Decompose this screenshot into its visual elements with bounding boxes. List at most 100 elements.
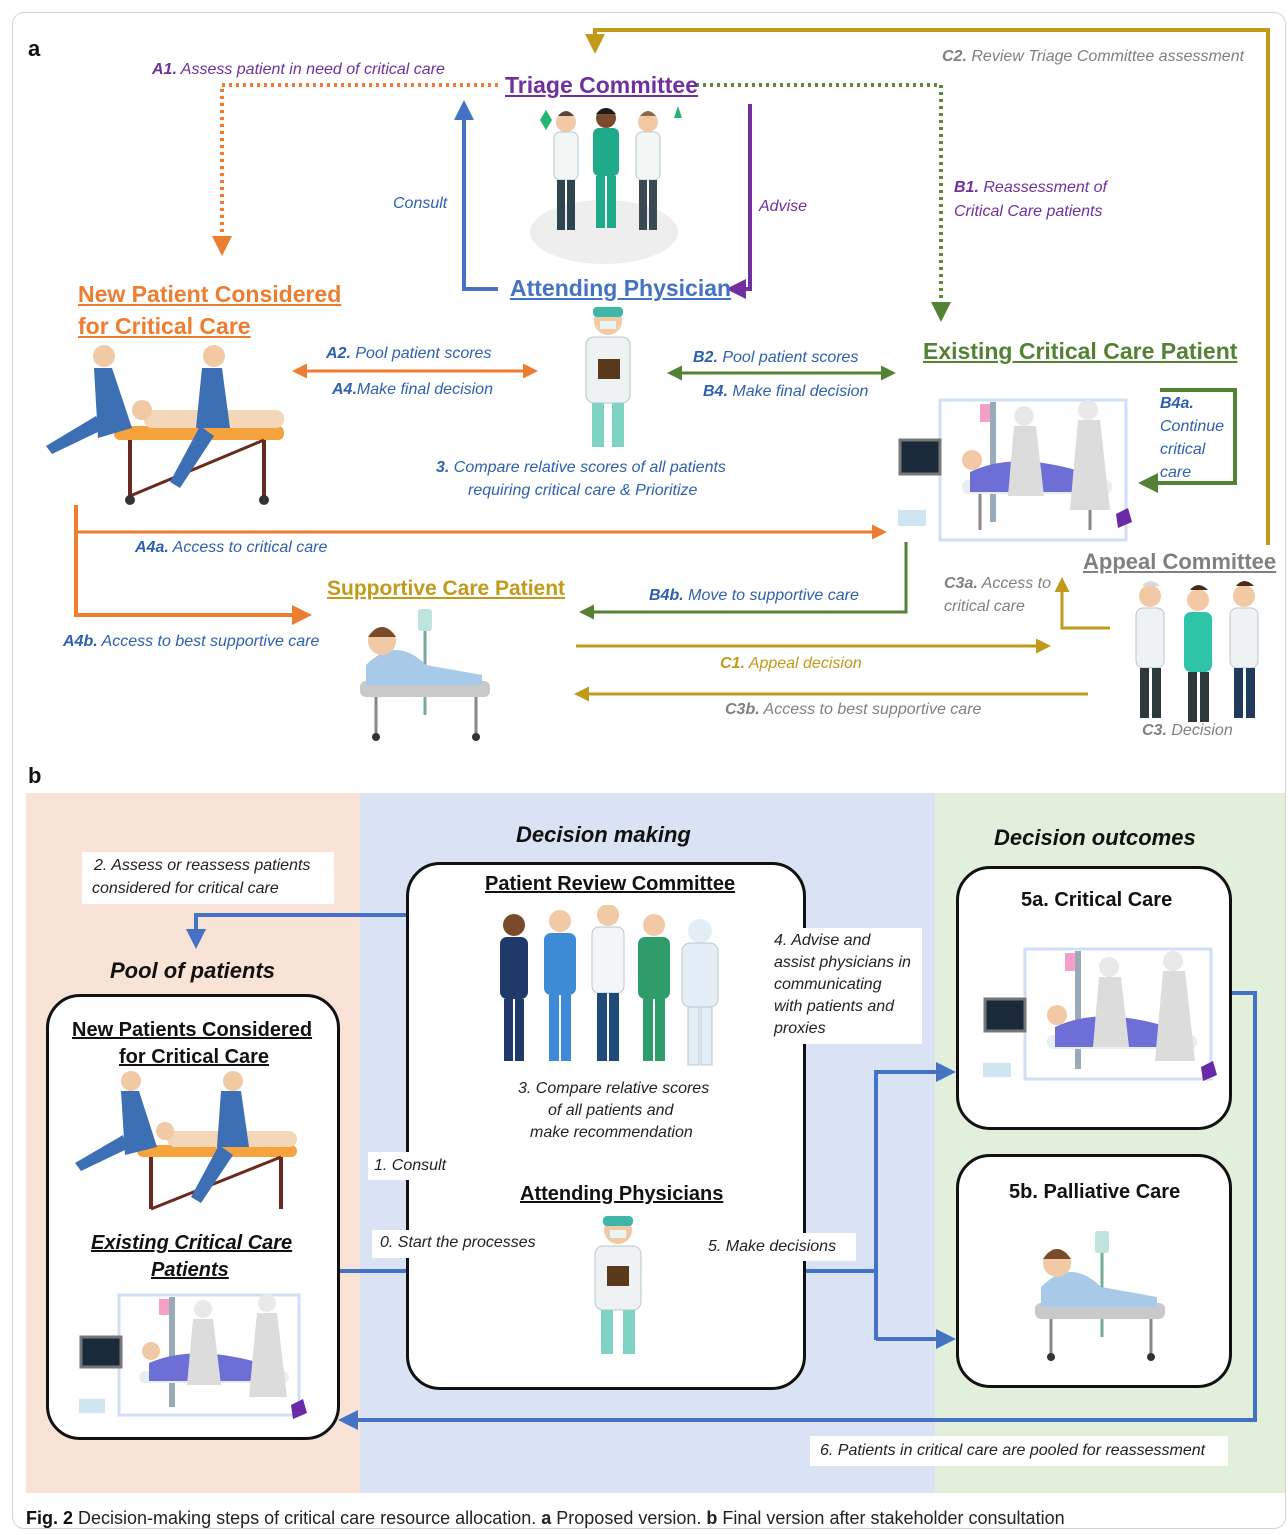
supportive-patient-illustration [360, 609, 490, 741]
step3-line3: make recommendation [530, 1124, 693, 1141]
label-c2: C2. Review Triage Committee assessment [942, 48, 1244, 66]
label-c3b: C3b. Access to best supportive care [725, 701, 981, 719]
label-c3-code: C3. [1142, 722, 1167, 739]
step2-box: 2. Assess or reassess patients considere… [82, 852, 334, 904]
critical-care-box: 5a. Critical Care [956, 866, 1232, 1130]
pool-box: New Patients Considered for Critical Car… [46, 994, 340, 1440]
label-step3-text1: Compare relative scores of all patients [453, 459, 726, 476]
review-committee-illustration [500, 905, 719, 1066]
step3-line1: 3. Compare relative scores [518, 1080, 710, 1097]
pool-new-patients-2: for Critical Care [119, 1046, 270, 1068]
label-a4a-code: A4a. [135, 539, 169, 556]
figure-caption: Fig. 2 Decision-making steps of critical… [26, 1508, 1065, 1529]
label-a4b-text: Access to best supportive care [101, 633, 320, 650]
pool-new-patients-1: New Patients Considered [72, 1019, 313, 1041]
physician-b-illustration [594, 1216, 642, 1354]
label-a1-code: A1. [152, 61, 177, 78]
label-c1-text: Appeal decision [748, 655, 862, 672]
label-c3-text: Decision [1171, 722, 1233, 739]
arrow-step2 [186, 913, 408, 949]
step5-box: 5. Make decisions [700, 1233, 856, 1261]
label-a2-text: Pool patient scores [355, 345, 492, 362]
palliative-care-illustration [1035, 1231, 1165, 1361]
label-c2-code: C2. [942, 48, 967, 65]
label-step3-code: 3. [436, 459, 450, 476]
label-b1-line1: B1. Reassessment of [954, 179, 1107, 197]
supportive-patient-title: Supportive Care Patient [327, 577, 566, 600]
label-c2-text: Review Triage Committee assessment [971, 48, 1245, 65]
label-b4a-1: Continue [1160, 418, 1225, 435]
label-a2: A2. Pool patient scores [326, 345, 491, 363]
label-c3b-text: Access to best supportive care [763, 701, 982, 718]
step4-line3: communicating [774, 976, 882, 993]
caption-text2: Proposed version. [556, 1508, 702, 1528]
step5-label: 5. Make decisions [708, 1238, 837, 1255]
step4-line1: 4. Advise and [774, 932, 871, 949]
step4-line5: proxies [774, 1020, 826, 1037]
decision-outcomes-header: Decision outcomes [994, 825, 1196, 850]
pool-existing-1: Existing Critical Care [91, 1232, 293, 1254]
label-b4a-2: critical [1160, 441, 1206, 458]
attending-physician-title: Attending Physician [510, 275, 732, 301]
step0-box: 0. Start the processes [372, 1230, 544, 1258]
triage-committee-title: Triage Committee [505, 72, 698, 98]
label-b4a-code: B4a. [1160, 395, 1194, 413]
label-a2-code: A2. [326, 345, 351, 362]
label-c3: C3. Decision [1142, 722, 1233, 740]
arrow-step5a [874, 1062, 956, 1340]
label-c3a-line1: C3a. Access to [944, 575, 1051, 593]
palliative-care-title: 5b. Palliative Care [1009, 1181, 1181, 1203]
pool-of-patients-title: Pool of patients [110, 958, 275, 983]
label-step3-line2: requiring critical care & Prioritize [468, 482, 698, 499]
step2-line2: considered for critical care [92, 880, 279, 897]
step0-label: 0. Start the processes [380, 1234, 536, 1251]
label-b2: B2. Pool patient scores [693, 349, 858, 367]
label-c3a-line2: critical care [944, 598, 1025, 615]
label-b2-text: Pool patient scores [722, 349, 859, 366]
patient-review-committee-title: Patient Review Committee [485, 873, 736, 895]
label-b4a-3: care [1160, 464, 1192, 481]
label-consult: Consult [393, 195, 448, 212]
step6-box: 6. Patients in critical care are pooled … [810, 1436, 1228, 1466]
attending-physicians-title: Attending Physicians [520, 1183, 724, 1205]
pool-stretcher-illustration [75, 1071, 297, 1211]
caption-a: a [541, 1508, 552, 1528]
label-b4-text: Make final decision [732, 383, 869, 400]
label-b4a-code-text: B4a. [1160, 395, 1194, 412]
arrow-a1 [212, 83, 498, 256]
label-advise: Advise [759, 198, 808, 215]
label-a4b-code: A4b. [63, 633, 98, 650]
label-c1-code: C1. [720, 655, 745, 672]
label-b1-text1: Reassessment of [983, 179, 1107, 196]
label-a1: A1. Assess patient in need of critical c… [152, 61, 445, 79]
label-b4b: B4b. Move to supportive care [649, 587, 859, 605]
arrow-advise [726, 104, 752, 299]
label-c1: C1. Appeal decision [720, 655, 862, 673]
arrow-b1 [696, 83, 951, 322]
new-patient-title-1: New Patient Considered [78, 281, 342, 307]
step4-box: 4. Advise and assist physicians in commu… [768, 928, 922, 1044]
arrow-step6 [338, 991, 1257, 1430]
label-c3a-code: C3a. [944, 575, 978, 592]
label-b4-code: B4. [703, 383, 728, 400]
triage-committee-illustration [530, 106, 682, 264]
step3-line2: of all patients and [548, 1102, 674, 1119]
panel-b-letter: b [28, 763, 42, 788]
appeal-committee-title: Appeal Committee [1083, 549, 1277, 574]
arrow-c3a [1054, 577, 1110, 630]
caption-b: b [706, 1508, 718, 1528]
label-a4-code: A4. [332, 381, 357, 398]
step1-label: 1. Consult [374, 1157, 447, 1174]
arrow-b4b [579, 542, 908, 620]
critical-care-illustration [983, 947, 1217, 1081]
label-step3-line1: 3. Compare relative scores of all patien… [436, 459, 726, 477]
label-b1-line2: Critical Care patients [954, 203, 1103, 220]
palliative-care-box: 5b. Palliative Care [956, 1154, 1232, 1388]
caption-text3: Final version after stakeholder consulta… [722, 1508, 1065, 1528]
label-b2-code: B2. [693, 349, 718, 366]
step2-line1: 2. Assess or reassess patients [94, 857, 311, 874]
existing-patient-title: Existing Critical Care Patient [923, 338, 1238, 364]
new-patient-title-2: for Critical Care [78, 313, 251, 339]
label-c3a-text1: Access to [981, 575, 1052, 592]
label-b4b-code: B4b. [649, 587, 684, 604]
